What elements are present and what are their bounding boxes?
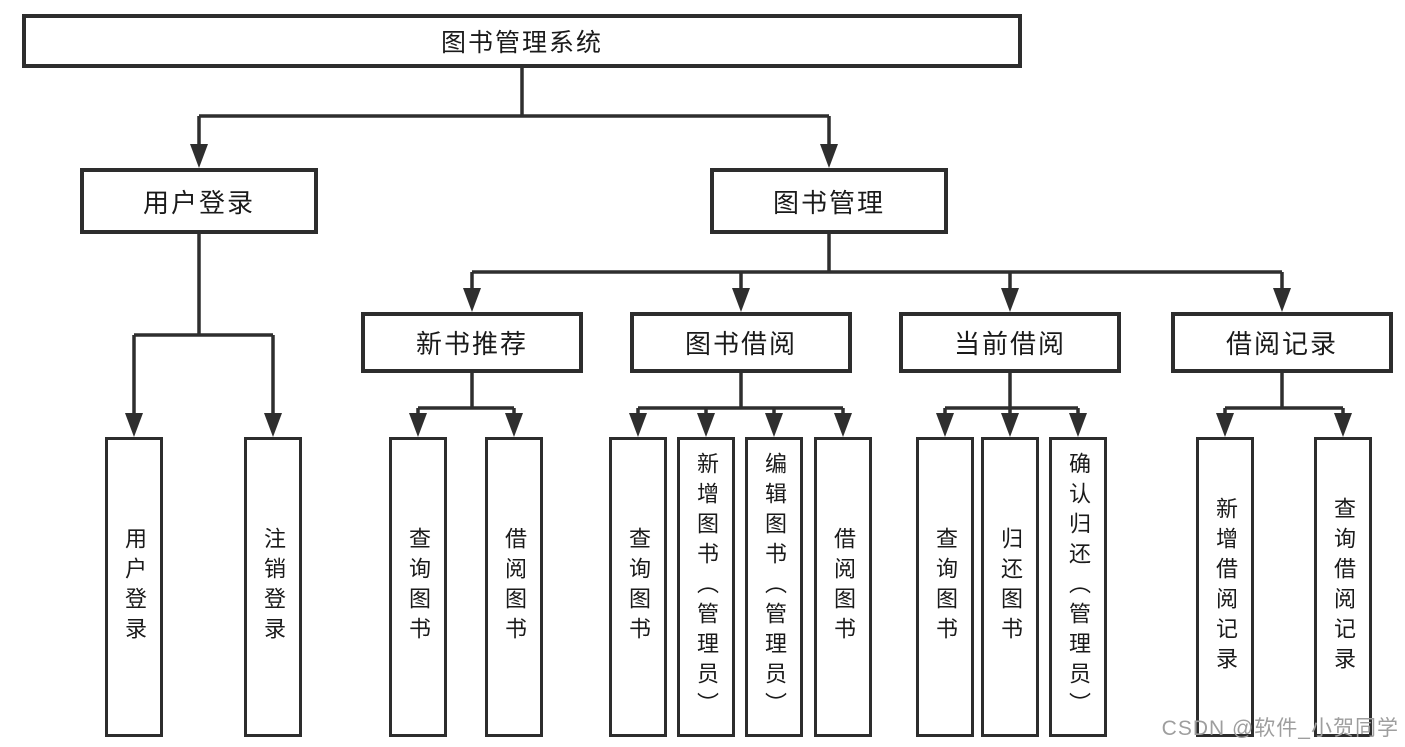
leaf-add-borrow-record: 新增借阅记录 [1196,437,1254,737]
leaf-query-borrow-record: 查询借阅记录 [1314,437,1372,737]
node-book-management: 图书管理 [710,168,948,234]
node-label: 图书借阅 [684,329,797,359]
node-label: 查询图书 [406,527,431,647]
arrowhead [1069,413,1087,437]
arrowhead [264,413,282,437]
arrowhead [1001,288,1019,312]
node-label: 图书管理系统 [440,29,603,57]
arrowhead [1334,413,1352,437]
arrowhead [463,288,481,312]
node-label: 借阅图书 [502,527,527,647]
connector-new-book-recommend-children [409,373,523,437]
node-borrowing-records: 借阅记录 [1171,312,1393,373]
leaf-user-login: 用户登录 [105,437,163,737]
arrowhead [765,413,783,437]
arrowhead [1273,288,1291,312]
connector-borrow-record-children [1216,373,1352,437]
node-label: 查询借阅记录 [1331,497,1356,677]
node-new-book-recommend: 新书推荐 [361,312,583,373]
node-label: 新书推荐 [415,329,528,359]
leaf-query-books-recommend: 查询图书 [389,437,447,737]
connector-user-login-children [125,234,282,437]
node-label: 用户登录 [122,527,147,647]
connector-book-borrow-children [629,373,852,437]
arrowhead [1216,413,1234,437]
arrowhead [732,288,750,312]
connector-root-to-level2 [190,68,838,168]
arrowhead [190,144,208,168]
node-user-login: 用户登录 [80,168,318,234]
leaf-return-books: 归还图书 [981,437,1039,737]
arrowhead [1001,413,1019,437]
node-current-borrowing: 当前借阅 [899,312,1121,373]
leaf-borrow-books: 借阅图书 [814,437,872,737]
node-label: 编辑图书（管理员） [762,452,787,722]
arrowhead [834,413,852,437]
arrowhead [629,413,647,437]
arrowhead [409,413,427,437]
node-label: 查询图书 [933,527,958,647]
arrowhead [697,413,715,437]
arrowhead [820,144,838,168]
node-label: 注销登录 [261,527,286,647]
node-book-borrowing: 图书借阅 [630,312,852,373]
leaf-borrow-books-recommend: 借阅图书 [485,437,543,737]
csdn-watermark: CSDN @软件_小贺同学 [1161,717,1399,740]
arrowhead [505,413,523,437]
leaf-edit-books-admin: 编辑图书（管理员） [745,437,803,737]
node-label: 确认归还（管理员） [1066,452,1091,722]
node-label: 用户登录 [142,187,255,218]
node-label: 借阅图书 [831,527,856,647]
node-label: 图书管理 [772,187,885,218]
node-label: 归还图书 [998,527,1023,647]
node-label: 当前借阅 [953,329,1066,359]
leaf-logout: 注销登录 [244,437,302,737]
node-label: 借阅记录 [1225,329,1338,359]
connector-book-management-to-level3 [463,234,1291,312]
leaf-add-books-admin: 新增图书（管理员） [677,437,735,737]
node-label: 新增借阅记录 [1213,497,1238,677]
node-label: 新增图书（管理员） [694,452,719,722]
connector-current-borrow-children [936,373,1087,437]
node-library-management-system: 图书管理系统 [22,14,1022,68]
leaf-query-books-current: 查询图书 [916,437,974,737]
arrowhead [125,413,143,437]
leaf-query-books-borrow: 查询图书 [609,437,667,737]
arrowhead [936,413,954,437]
leaf-confirm-return-admin: 确认归还（管理员） [1049,437,1107,737]
node-label: 查询图书 [626,527,651,647]
